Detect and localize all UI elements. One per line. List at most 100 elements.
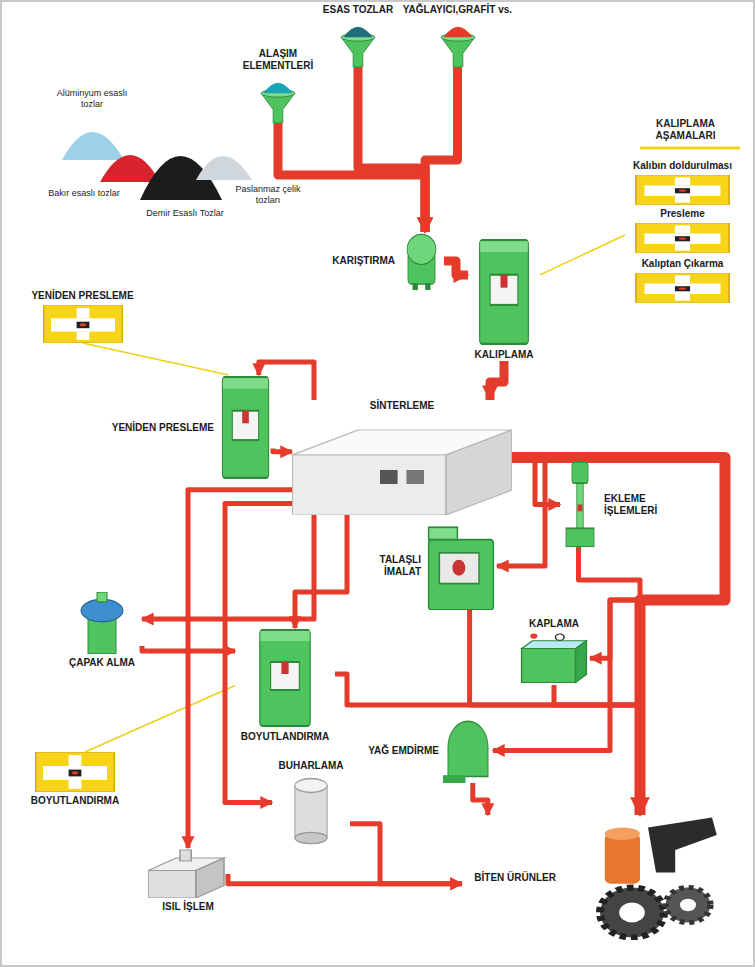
drawing-part [501, 275, 508, 288]
step-label: YENİDEN PRESLEME [20, 290, 145, 302]
drawing-part [341, 37, 375, 67]
label-group: YAĞLAYICI,GRAFİT vs. [400, 4, 515, 16]
icon-frame [635, 175, 730, 205]
drawing-part [260, 630, 310, 726]
drawing-part [530, 634, 537, 639]
label-group: ALAŞIM ELEMENTLERİ [238, 48, 318, 72]
machine-icon [288, 775, 334, 845]
machine-icon [560, 462, 600, 547]
label-group: Presleme [625, 208, 740, 220]
icon-frame [77, 592, 127, 654]
icon-frame [288, 775, 334, 845]
icon-frame [475, 238, 533, 346]
drawing-part [295, 832, 327, 843]
drawing-part [443, 775, 466, 783]
mold-step-box: Presleme [625, 208, 740, 253]
label-group: Kalıbın doldurulması [625, 160, 740, 172]
step-label: Presleme [625, 208, 740, 220]
machine-icon [443, 718, 493, 783]
drawing-part [429, 540, 494, 610]
drawing-part [295, 786, 327, 839]
drawing-part [222, 377, 268, 478]
drawing-part [439, 553, 479, 584]
step-label: ALAŞIM ELEMENTLERİ [238, 48, 318, 72]
drawing-part [675, 286, 690, 291]
drawing-part [76, 308, 89, 318]
step-label: BİTEN ÜRÜNLER [462, 872, 557, 884]
label-group: SİNTERLEME [292, 400, 512, 412]
drawing-part [264, 83, 293, 94]
machine-icon [399, 232, 444, 290]
drawing-part [577, 483, 583, 530]
drawing-part [441, 37, 475, 67]
icon-frame [338, 19, 378, 67]
machine-icon [35, 752, 115, 792]
icon-frame [560, 815, 720, 940]
drawing-part [522, 649, 576, 683]
machine-icon [255, 628, 315, 728]
label-group: BİTEN ÜRÜNLER [462, 872, 557, 884]
drawing-part [261, 93, 295, 123]
flow-pipe [512, 458, 725, 659]
powder-label: Alüminyum esaslı tozlar [52, 88, 132, 110]
drawing-part [292, 455, 446, 515]
step-label: EKLEME İŞLEMLERİ [603, 493, 683, 517]
heading-underline [640, 147, 740, 150]
flow-pipe [278, 123, 425, 232]
label-group: Kalıptan Çıkarma [625, 258, 740, 270]
icon-frame [425, 522, 497, 610]
powder-label: Bakır esaslı tozlar [48, 188, 120, 199]
drawing-part [260, 631, 309, 641]
repress-machine: YENİDEN PRESLEME [95, 375, 273, 480]
drawing-part [69, 755, 82, 766]
mold-step-box: Kalıptan Çıkarma [625, 258, 740, 303]
machine-icon [148, 848, 228, 898]
drawing-part [572, 462, 588, 483]
mixer-machine: KARIŞTIRMA [318, 232, 444, 290]
drawing-part [666, 888, 711, 923]
drawing-part [76, 332, 89, 340]
repress-callout: YENİDEN PRESLEME [20, 290, 145, 343]
leader-line [83, 343, 229, 375]
drawing-part [81, 599, 123, 621]
label-group: ESAS TOZLAR [318, 4, 398, 16]
machine-icon [438, 19, 478, 67]
leader-line [540, 235, 625, 275]
drawing-part [645, 234, 721, 245]
drawing-part [413, 283, 418, 290]
drawing-part [679, 287, 687, 289]
flow-pipe [470, 610, 640, 815]
powder-label: Demir Esaslı Tozlar [145, 208, 225, 219]
drawing-part [566, 528, 594, 547]
drawing-part [425, 283, 430, 290]
copper-powder-pile [100, 155, 160, 182]
drawing-part [443, 27, 472, 38]
step-label: SİNTERLEME [292, 400, 512, 412]
sinter-furnace: SİNTERLEME [292, 400, 512, 515]
machine-icon [292, 415, 512, 515]
flow-pipe [473, 783, 488, 815]
drawing-part [480, 240, 529, 344]
drawing-part [576, 641, 587, 683]
drawing-part [232, 411, 258, 440]
machine-icon [560, 815, 720, 940]
label-group: BUHARLAMA [272, 760, 350, 772]
drawing-part [555, 634, 564, 640]
steam-vessel: BUHARLAMA [272, 760, 350, 845]
drawing-part [36, 752, 114, 791]
drawing-part [380, 470, 398, 484]
aluminium-powder-pile [62, 132, 124, 160]
flow-pipe [295, 515, 347, 628]
step-label: BOYUTLANDIRMA [25, 795, 125, 807]
drawing-part [675, 225, 690, 233]
oil-tank: YAĞ EMDİRME [358, 718, 493, 783]
panel-heading: KALIPLAMA AŞAMALARI [628, 118, 743, 142]
step-label: ÇAPAK ALMA [62, 657, 142, 669]
machine-icon [635, 223, 730, 253]
machine-icon [43, 305, 123, 343]
icon-frame [258, 75, 298, 123]
machine-icon [77, 592, 127, 654]
sizing-callout: BOYUTLANDIRMA [25, 752, 125, 807]
